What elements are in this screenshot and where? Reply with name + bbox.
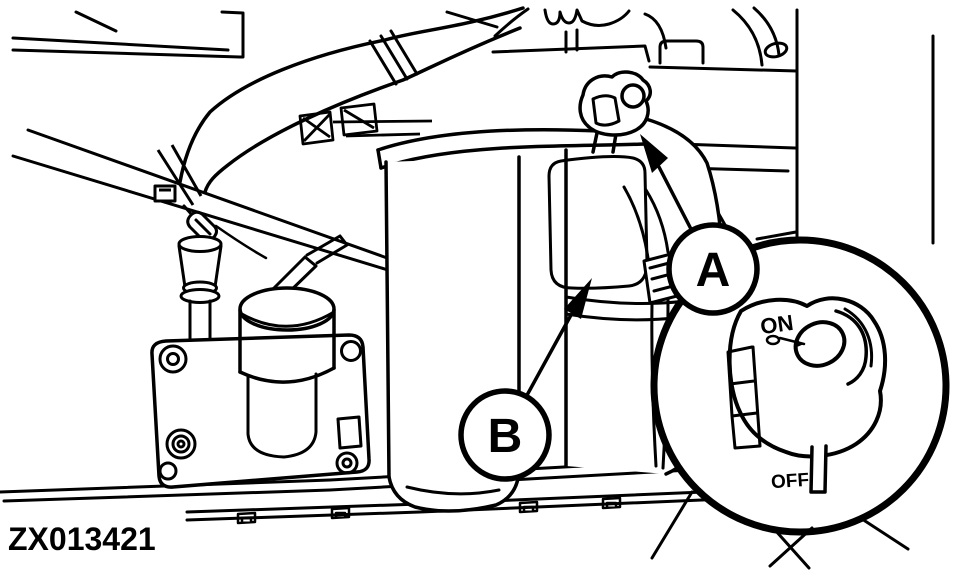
fuel-hose (178, 6, 525, 194)
on-label: ON (759, 310, 795, 339)
pump-body (214, 224, 349, 459)
callout-arrow-b (524, 278, 592, 399)
bottom-frame-rails (0, 458, 777, 525)
callout-a-letter: A (696, 244, 731, 297)
hose-ferrule (368, 29, 419, 86)
hose-clamp (153, 144, 203, 206)
fuel-line-fittings (298, 102, 433, 146)
figure-code: ZX013421 (8, 521, 156, 557)
mounting-plate (150, 224, 371, 489)
callout-circle-a: A (666, 222, 760, 316)
callout-arrow-a (640, 134, 694, 233)
background-lines-below-detail (650, 490, 910, 570)
callout-circle-b: B (458, 388, 552, 482)
valve-detail (726, 296, 888, 494)
rail-clips (236, 496, 622, 525)
off-label: OFF (770, 470, 809, 494)
callout-b-letter: B (488, 410, 523, 463)
shutoff-valve (578, 70, 652, 154)
